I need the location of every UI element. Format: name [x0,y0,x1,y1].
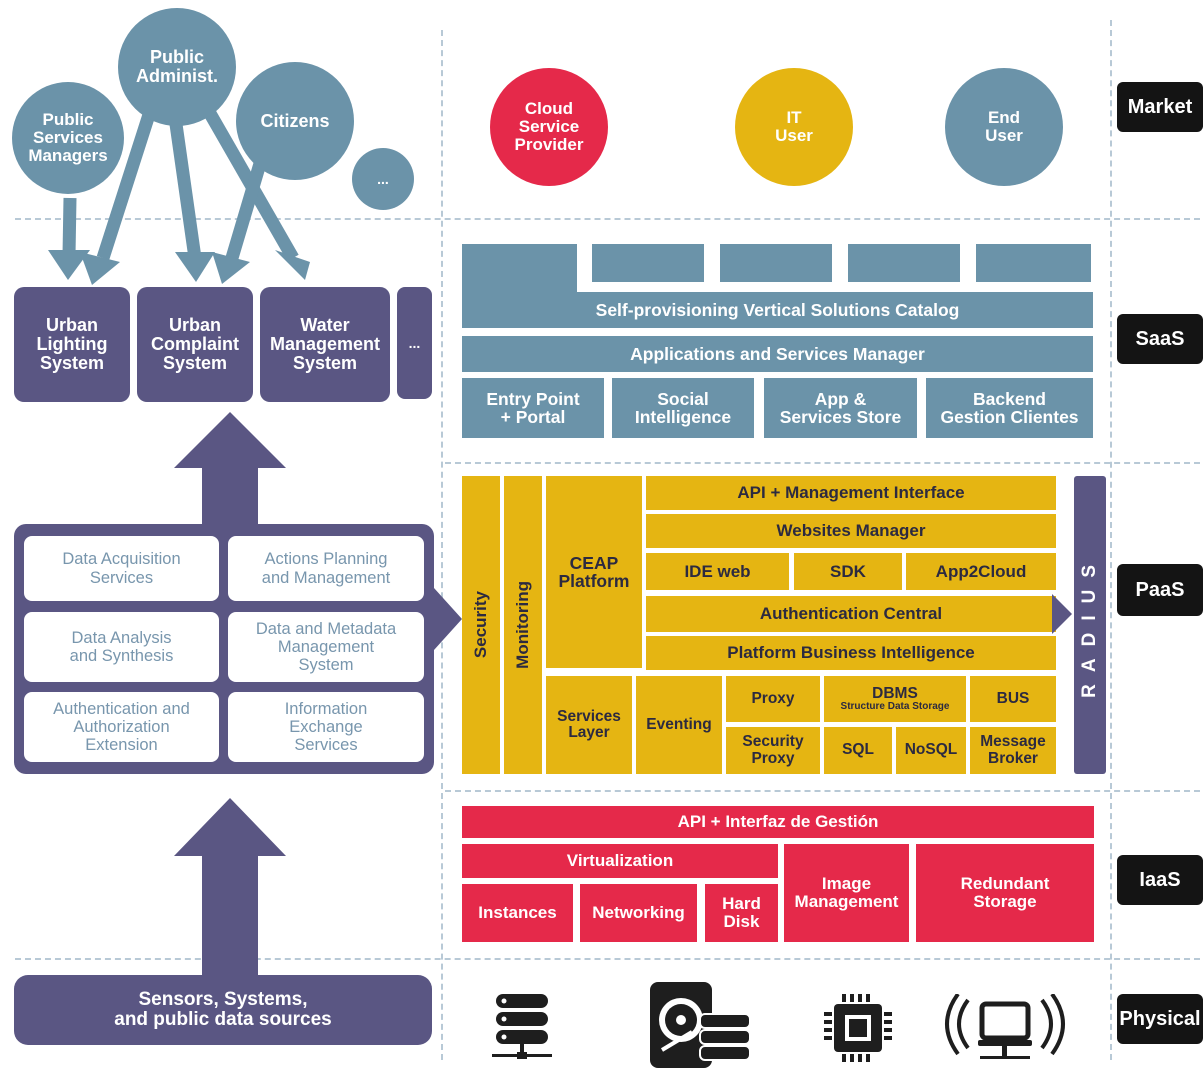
paas-message-broker: Message Broker [970,727,1056,774]
paas-ide-web: IDE web [646,553,789,590]
paas-business-intelligence: Platform Business Intelligence [646,636,1056,670]
service-data-acquisition: Data Acquisition Services [24,536,219,601]
system-urban-complaint: Urban Complaint System [137,287,253,402]
layer-tag-physical: Physical [1117,994,1203,1044]
paas-websites-manager: Websites Manager [646,514,1056,548]
wireless-device-icon [945,994,1065,1059]
paas-services-layer: Services Layer [546,676,632,774]
paas-dbms: DBMS Structure Data Storage [824,676,966,722]
saas-catalog-slot-3 [848,244,960,282]
iaas-api-interfaz: API + Interfaz de Gestión [462,806,1094,838]
paas-nosql: NoSQL [896,727,966,774]
saas-social-intelligence: Social Intelligence [612,378,754,438]
layer-tag-iaas: IaaS [1117,855,1203,905]
actor-arrows [48,92,310,285]
up-arrow-lower [174,798,286,978]
paas-sdk: SDK [794,553,902,590]
layer-tag-market: Market [1117,82,1203,132]
separator-paas-iaas [445,790,1200,792]
layer-tag-paas: PaaS [1117,564,1203,616]
paas-app2cloud: App2Cloud [906,553,1056,590]
paas-radius: RADIUS [1074,476,1106,774]
service-auth-extension: Authentication and Authorization Extensi… [24,692,219,762]
separator-iaas-physical [15,958,1200,960]
paas-proxy: Proxy [726,676,820,722]
paas-security: Security [462,476,500,774]
radius-pointer [1052,594,1072,634]
services-panel-pointer [434,588,462,650]
paas-security-proxy: Security Proxy [726,727,820,774]
paas-dbms-label: DBMS [872,684,918,702]
actor-public-administration: Public Administ. [118,8,236,126]
system-urban-lighting: Urban Lighting System [14,287,130,402]
paas-ceap-platform: CEAP Platform [546,476,642,668]
hard-disk-icon [650,982,751,1068]
saas-catalog-tab [462,244,577,294]
service-info-exchange: Information Exchange Services [228,692,424,762]
data-sources-box: Sensors, Systems, and public data source… [14,975,432,1045]
iaas-virtualization: Virtualization [462,844,778,878]
up-arrow-upper [174,412,286,530]
market-it-user: IT User [735,68,853,186]
paas-bus: BUS [970,676,1056,722]
service-data-analysis: Data Analysis and Synthesis [24,612,219,682]
service-actions-planning: Actions Planning and Management [228,536,424,601]
paas-api-management: API + Management Interface [646,476,1056,510]
saas-catalog-slot-1 [592,244,704,282]
saas-backend: Backend Gestion Clientes [926,378,1093,438]
saas-entry-point: Entry Point + Portal [462,378,604,438]
saas-catalog-slot-2 [720,244,832,282]
iaas-hard-disk: Hard Disk [705,884,778,942]
iaas-redundant-storage: Redundant Storage [916,844,1094,942]
iaas-instances: Instances [462,884,573,942]
layer-tag-saas: SaaS [1117,314,1203,364]
separator-saas-paas [445,462,1200,464]
saas-catalog-slot-4 [976,244,1091,282]
market-end-user: End User [945,68,1063,186]
server-rack-icon [492,994,552,1059]
actor-more: ... [352,148,414,210]
market-cloud-service-provider: Cloud Service Provider [490,68,608,186]
paas-monitoring-label: Monitoring [513,581,533,669]
actor-citizens: Citizens [236,62,354,180]
cpu-chip-icon [824,994,892,1062]
left-right-separator [441,30,443,1060]
iaas-image-management: Image Management [784,844,909,942]
paas-dbms-sublabel: Structure Data Storage [840,700,950,712]
system-water-management: Water Management System [260,287,390,402]
paas-radius-label: RADIUS [1079,552,1100,698]
paas-security-label: Security [471,591,491,659]
saas-catalog: Self-provisioning Vertical Solutions Cat… [462,292,1093,328]
system-more: ... [397,287,432,399]
paas-sql: SQL [824,727,892,774]
saas-app-store: App & Services Store [764,378,917,438]
saas-apps-manager: Applications and Services Manager [462,336,1093,372]
service-data-metadata: Data and Metadata Management System [228,612,424,682]
iaas-networking: Networking [580,884,697,942]
tags-separator [1110,20,1112,1060]
actor-public-services-managers: Public Services Managers [12,82,124,194]
paas-eventing: Eventing [636,676,722,774]
paas-monitoring: Monitoring [504,476,542,774]
separator-market-saas [15,218,1200,220]
paas-authentication-central: Authentication Central [646,596,1056,632]
